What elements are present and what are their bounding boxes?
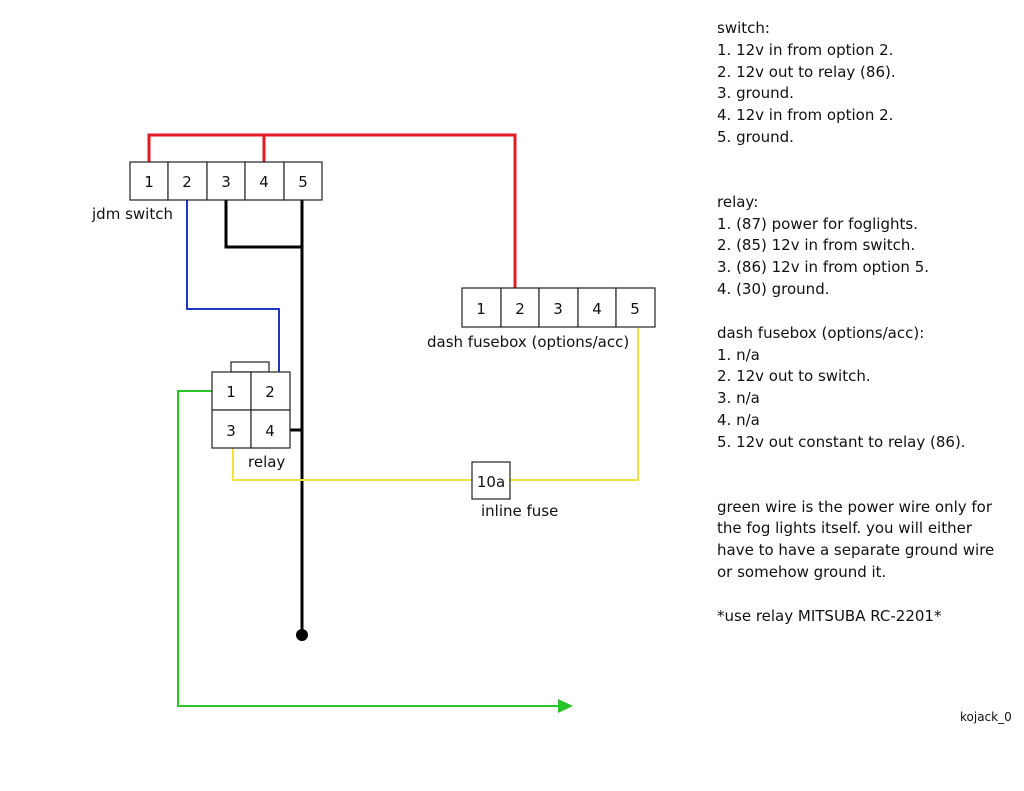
inline-fuse: 10a inline fuse (471, 461, 558, 520)
switch-pin: 5 (298, 173, 308, 191)
yellow-wire (232, 328, 639, 481)
fusebox-pin: 3 (553, 300, 563, 318)
relay-pin: 1 (226, 383, 236, 401)
relay-model-note: *use relay MITSUBA RC-2201* (717, 606, 942, 625)
relay-note-item: 1. (87) power for foglights. (717, 214, 918, 233)
switch-note-item: 3. ground. (717, 84, 794, 103)
green-wire (177, 390, 560, 707)
fusebox-pin: 1 (476, 300, 486, 318)
switch-pin: 3 (221, 173, 231, 191)
fusebox-notes-title: dash fusebox (options/acc): (717, 323, 925, 342)
relay-pin: 2 (265, 383, 275, 401)
relay-note-item: 2. (85) 12v in from switch. (717, 236, 916, 255)
switch-note-item: 4. 12v in from option 2. (717, 106, 894, 125)
relay-label: relay (248, 453, 285, 471)
relay-notes-title: relay: (717, 192, 759, 211)
switch-pin: 1 (144, 173, 154, 191)
fuse-rating: 10a (477, 473, 505, 491)
switch-label: jdm switch (91, 205, 173, 223)
green-wire-note: or somehow ground it. (717, 562, 887, 581)
dash-fusebox: 1 2 3 4 5 dash fusebox (options/acc) (427, 287, 656, 351)
fusebox-label: dash fusebox (options/acc) (427, 333, 629, 351)
jdm-switch: 1 2 3 4 5 jdm switch (91, 161, 323, 223)
green-wire-arrow-icon (558, 699, 573, 713)
fusebox-note-item: 1. n/a (717, 345, 760, 364)
fusebox-pin: 5 (630, 300, 640, 318)
ground-point (296, 629, 308, 641)
switch-note-item: 2. 12v out to relay (86). (717, 62, 896, 81)
fusebox-pin: 2 (515, 300, 525, 318)
switch-notes-title: switch: (717, 19, 770, 37)
switch-pin: 2 (182, 173, 192, 191)
fuse-label: inline fuse (481, 502, 558, 520)
green-wire-note: the fog lights itself. you will either (717, 519, 972, 538)
fusebox-pin: 4 (592, 300, 602, 318)
fusebox-note-item: 3. n/a (717, 389, 760, 408)
fusebox-note-item: 2. 12v out to switch. (717, 367, 871, 386)
switch-pin: 4 (259, 173, 269, 191)
fusebox-note-item: 5. 12v out constant to relay (86). (717, 432, 966, 451)
blue-wire (186, 200, 280, 372)
relay-note-item: 3. (86) 12v in from option 5. (717, 258, 929, 277)
green-wire-note: have to have a separate ground wire (717, 541, 995, 560)
fusebox-note-item: 4. n/a (717, 410, 760, 429)
ground-wire (224, 200, 304, 634)
switch-note-item: 1. 12v in from option 2. (717, 40, 894, 59)
author-signature: kojack_0 (960, 710, 1012, 724)
red-wire (147, 133, 517, 288)
relay-pin: 4 (265, 422, 275, 440)
relay: 1 2 3 4 relay (211, 361, 291, 471)
relay-pin: 3 (226, 422, 236, 440)
relay-note-item: 4. (30) ground. (717, 279, 830, 298)
green-wire-note: green wire is the power wire only for (717, 497, 993, 516)
switch-note-item: 5. ground. (717, 127, 794, 146)
wiring-notes: switch: 1. 12v in from option 2. 2. 12v … (717, 18, 1017, 628)
